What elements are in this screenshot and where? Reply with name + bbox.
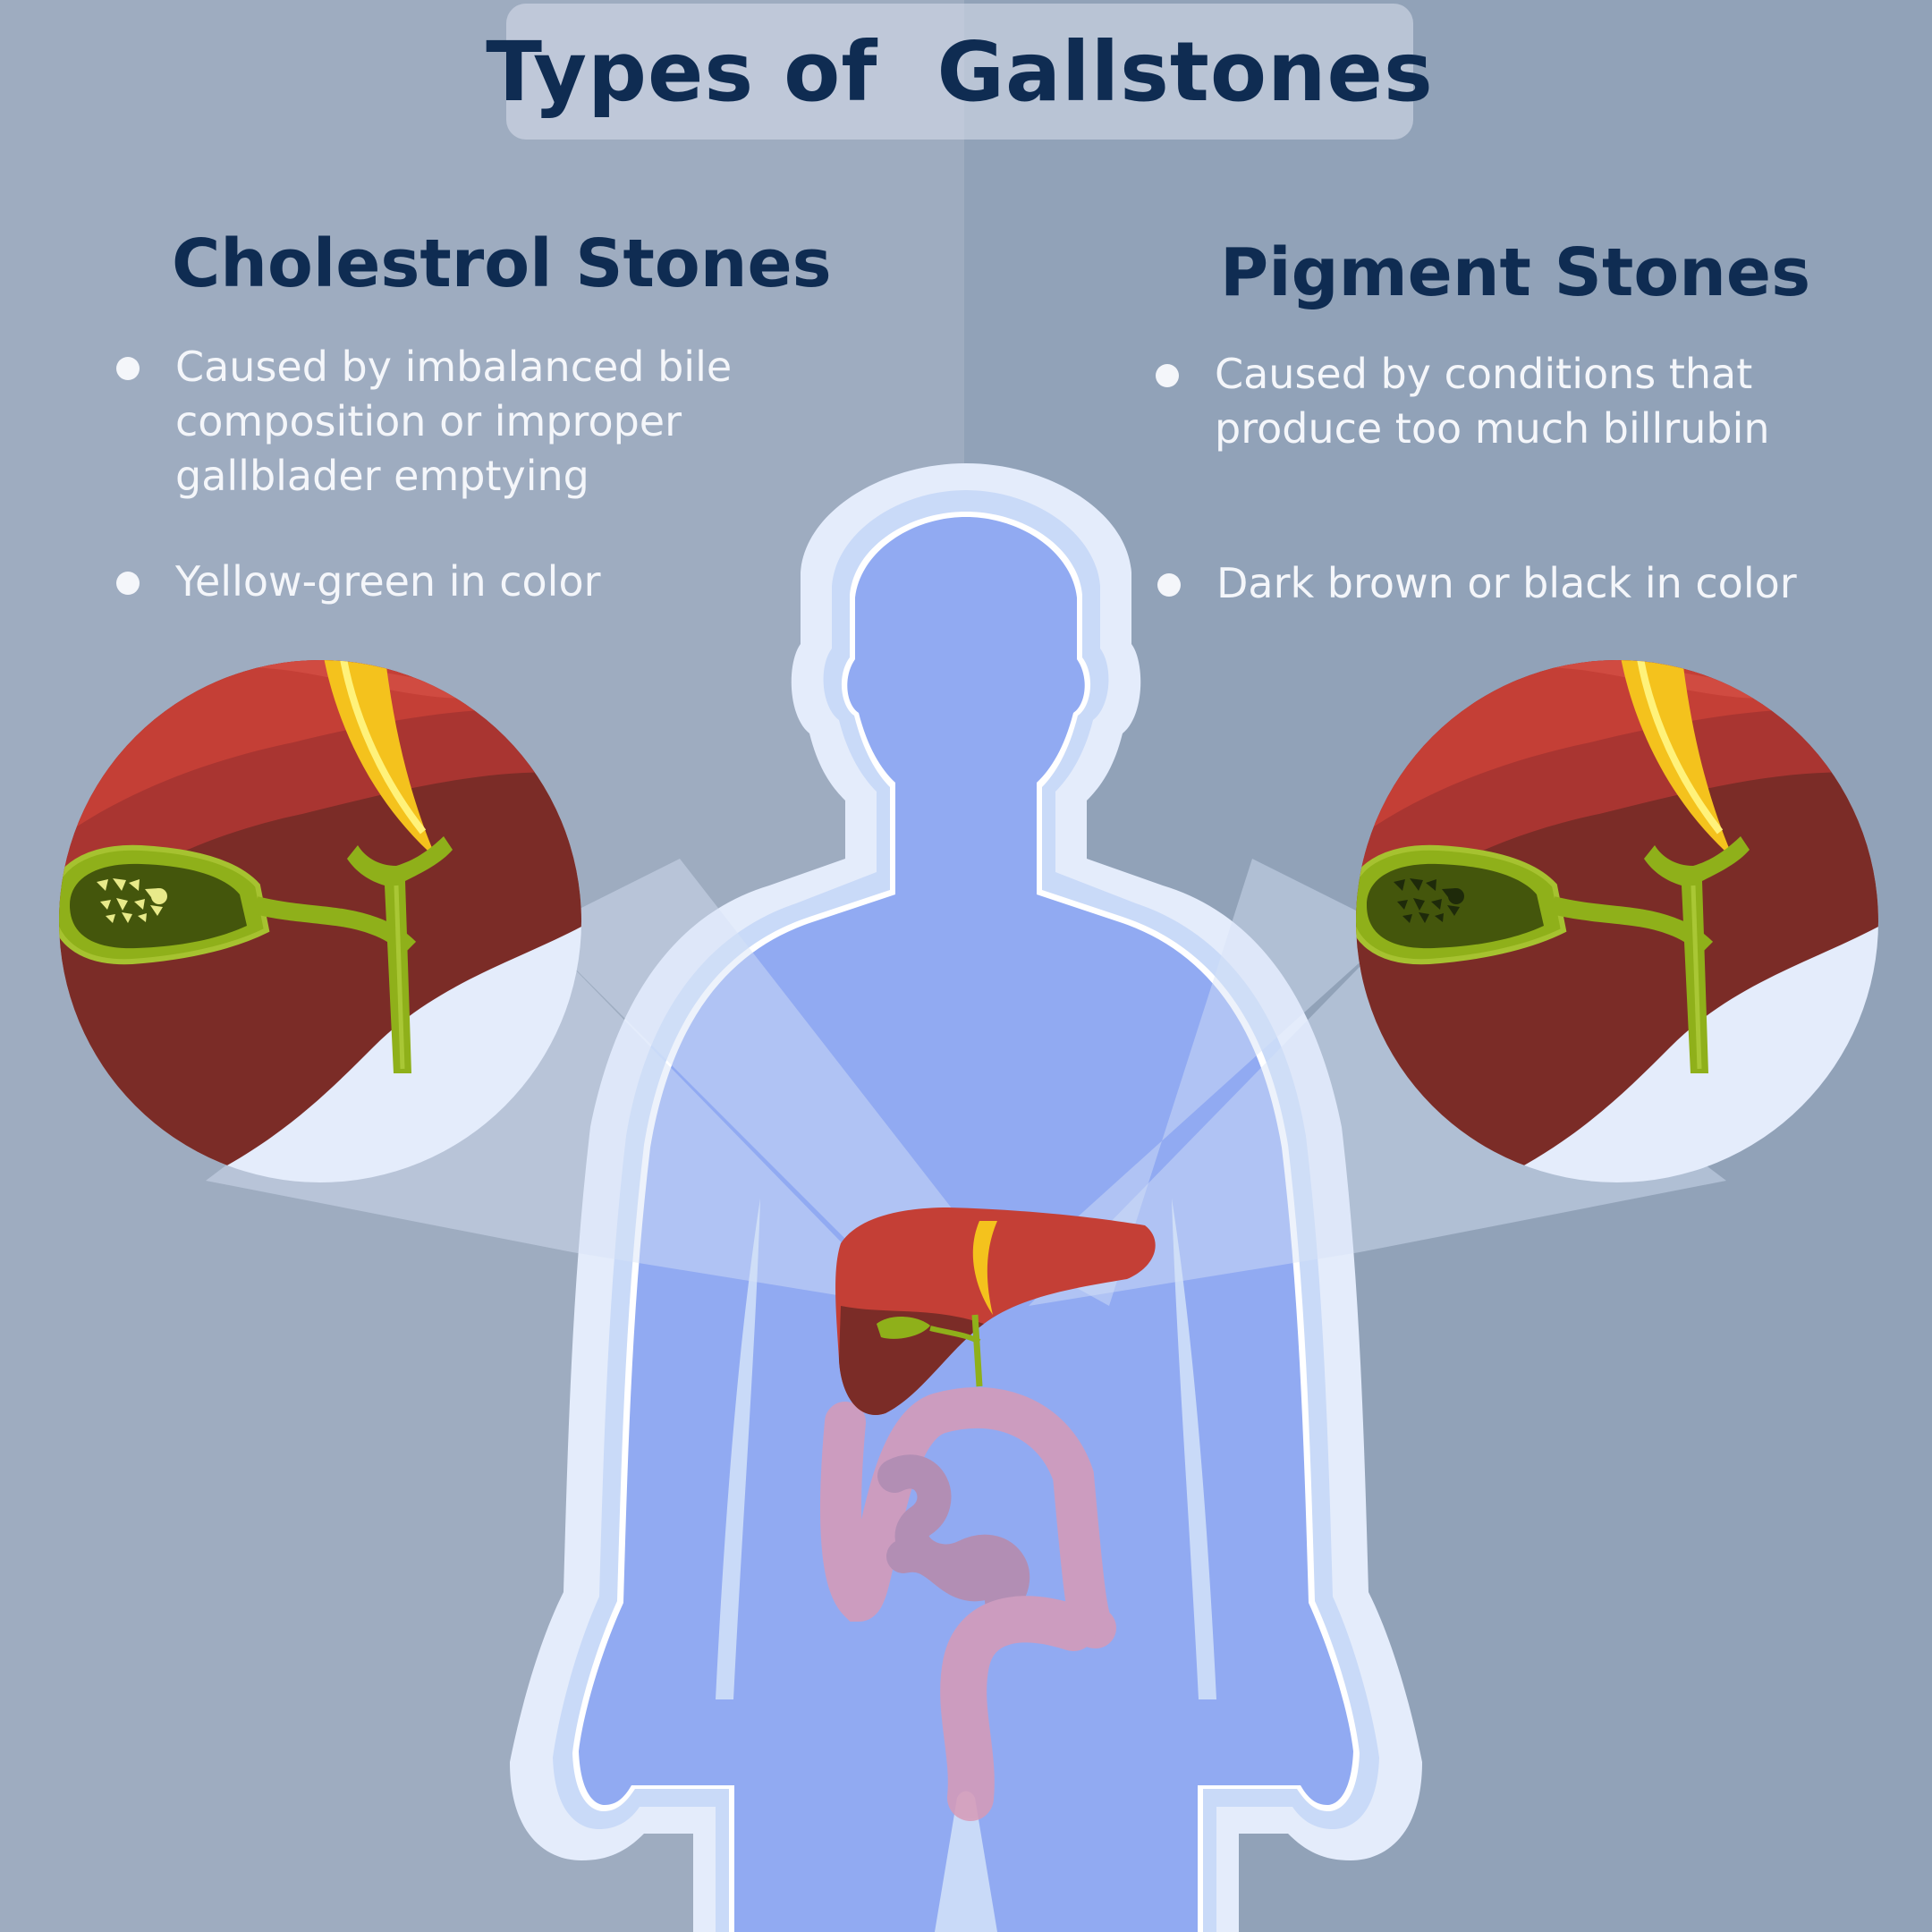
liver-illustration (835, 1208, 1156, 1415)
pigment-bullet-color: Dark brown or black in color (1157, 556, 1896, 611)
bullet-dot-icon (116, 357, 140, 380)
pigment-bullet-cause: Caused by conditions that produce too mu… (1156, 347, 1859, 456)
bullet-dot-icon (1156, 364, 1179, 387)
title-banner: Types of Gallstones (486, 4, 1433, 140)
bullet-dot-icon (116, 572, 140, 595)
bullet-text: Caused by imbalanced bile composition or… (175, 343, 733, 500)
page-title: Types of Gallstones (486, 23, 1434, 120)
pigment-stones-heading: Pigment Stones (1220, 234, 1811, 311)
bullet-text: Dark brown or black in color (1216, 559, 1797, 607)
intestines-illustration (820, 1386, 1116, 1821)
bullet-dot-icon (1157, 573, 1181, 597)
bullet-text: Yellow-green in color (175, 557, 601, 606)
cholesterol-bullet-color: Yellow-green in color (116, 555, 819, 609)
cholesterol-stones-heading: Cholestrol Stones (172, 225, 832, 302)
bullet-text: Caused by conditions that produce too mu… (1215, 350, 1770, 453)
cholesterol-bullet-cause: Caused by imbalanced bile composition or… (116, 340, 819, 504)
